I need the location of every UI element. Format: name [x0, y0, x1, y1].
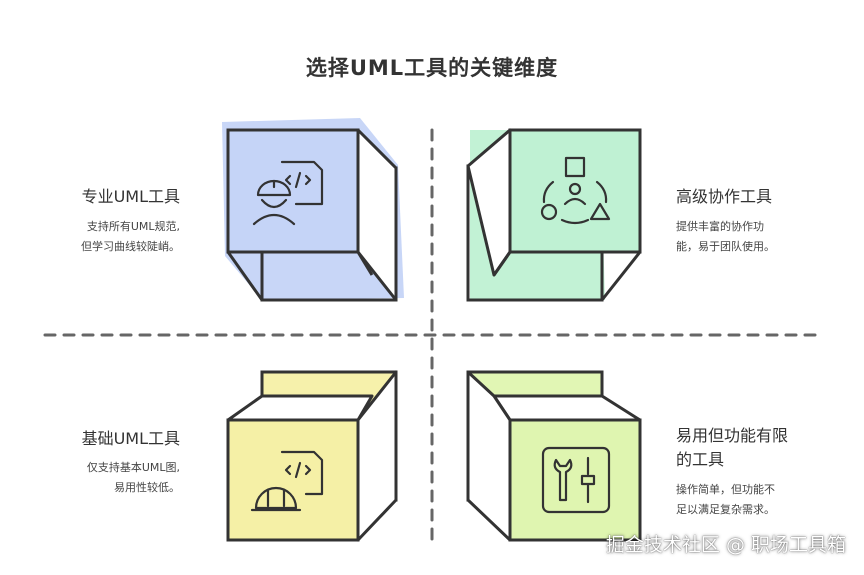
basic-uml-desc: 仅支持基本UML图, 易用性较低。: [40, 458, 180, 498]
watermark: 掘金技术社区 @ 职场工具箱: [605, 534, 846, 556]
collaboration-shapes-icon: [540, 156, 611, 225]
collab-heading: 高级协作工具: [676, 187, 773, 206]
desc-line: 足以满足复杂需求。: [676, 503, 775, 516]
diagram-title: 选择UML工具的关键维度: [305, 56, 559, 80]
desc-line: 支持所有UML规范,: [86, 220, 180, 233]
desc-line: 提供丰富的协作功: [676, 220, 764, 233]
tools-wrench-icon: [541, 446, 611, 514]
construction-helmet-code-icon: [250, 450, 324, 512]
basic-uml-heading: 基础UML工具: [81, 429, 180, 448]
top-right-cube: [466, 128, 642, 302]
easy-limited-heading: 易用但功能有限 的工具: [676, 424, 846, 472]
desc-line: 易用性较低。: [114, 481, 180, 494]
desc-line: 仅支持基本UML图,: [86, 461, 180, 474]
bottom-right-cube: [466, 370, 642, 542]
pro-uml-heading: 专业UML工具: [81, 187, 180, 206]
easy-limited-desc: 操作简单，但功能不 足以满足复杂需求。: [676, 480, 846, 520]
pro-uml-desc: 支持所有UML规范, 但学习曲线较陡峭。: [40, 217, 180, 257]
engineer-code-icon: [252, 160, 324, 226]
heading-line: 易用但功能有限: [676, 426, 789, 445]
desc-line: 操作简单，但功能不: [676, 483, 775, 496]
heading-line: 的工具: [676, 450, 725, 469]
desc-line: 但学习曲线较陡峭。: [81, 240, 180, 253]
bottom-left-cube: [226, 370, 398, 542]
top-left-cube: [222, 118, 404, 302]
collab-desc: 提供丰富的协作功 能，易于团队使用。: [676, 217, 846, 257]
desc-line: 能，易于团队使用。: [676, 240, 775, 253]
